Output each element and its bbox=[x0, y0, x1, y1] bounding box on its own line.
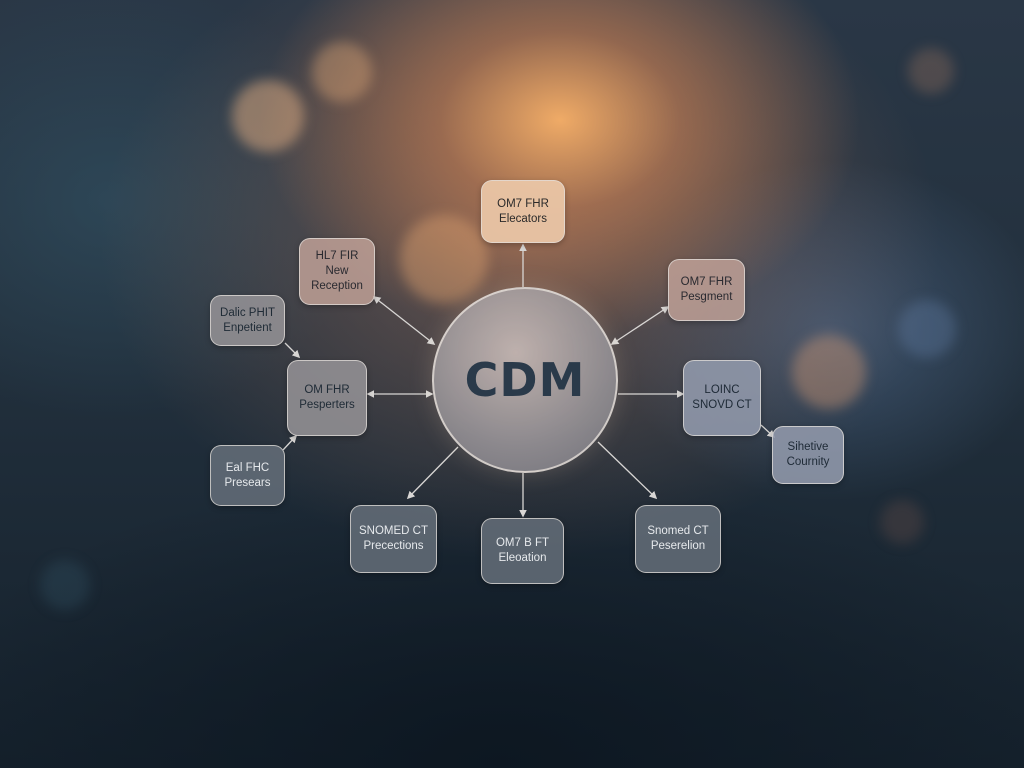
connector-upper-right bbox=[610, 306, 670, 345]
node-line: SNOVD CT bbox=[692, 399, 752, 411]
node-line: Precections bbox=[363, 540, 424, 552]
node-far-right: Sihetive Cournity bbox=[772, 426, 844, 484]
node-line: Eleoation bbox=[498, 552, 547, 564]
node-left: OM FHR Pesperters bbox=[287, 360, 367, 436]
node-line: New bbox=[325, 265, 349, 277]
node-line: Pesgment bbox=[680, 291, 733, 303]
node-line: OM7 FHR bbox=[497, 197, 549, 210]
cdm-hub: CDM bbox=[432, 287, 618, 473]
node-top: OM7 FHR Elecators bbox=[481, 180, 565, 243]
node-line: Reception bbox=[311, 280, 363, 292]
node-upper-left: HL7 FIR New Reception bbox=[299, 238, 375, 305]
node-line: LOINC bbox=[704, 384, 740, 396]
node-line: Peserelion bbox=[650, 540, 706, 552]
node-bottom-left: SNOMED CT Precections bbox=[350, 505, 437, 573]
node-line: Elecators bbox=[499, 212, 547, 225]
node-far-left-bottom: Eal FHC Presears bbox=[210, 445, 285, 506]
node-line: SNOMED CT bbox=[359, 525, 428, 537]
connector-far-left-bottom bbox=[282, 434, 298, 451]
node-far-left-top: Dalic PHIT Enpetient bbox=[210, 295, 285, 346]
node-line: Eal FHC bbox=[225, 461, 270, 474]
connector-far-left-top bbox=[284, 342, 301, 359]
node-line: Snomed CT bbox=[647, 525, 709, 537]
node-line: Presears bbox=[224, 476, 271, 489]
node-bottom: OM7 B FT Eleoation bbox=[481, 518, 564, 584]
node-upper-right: OM7 FHR Pesgment bbox=[668, 259, 745, 321]
node-line: Cournity bbox=[786, 456, 830, 468]
node-line: OM7 FHR bbox=[680, 276, 733, 288]
connector-far-right bbox=[760, 424, 776, 439]
node-line: HL7 FIR bbox=[315, 250, 359, 262]
node-line: Sihetive bbox=[787, 441, 829, 453]
node-line: OM7 B FT bbox=[495, 537, 550, 549]
node-line: OM FHR bbox=[304, 384, 350, 396]
node-right: LOINC SNOVD CT bbox=[683, 360, 761, 436]
node-line: Dalic PHIT bbox=[220, 306, 275, 319]
connector-upper-left bbox=[372, 296, 436, 345]
node-line: Pesperters bbox=[299, 399, 355, 411]
node-line: Enpetient bbox=[223, 321, 272, 334]
connector-bottom-right bbox=[597, 441, 658, 500]
connector-bottom-left bbox=[406, 446, 459, 500]
hub-label: CDM bbox=[464, 353, 586, 407]
node-bottom-right: Snomed CT Peserelion bbox=[635, 505, 721, 573]
